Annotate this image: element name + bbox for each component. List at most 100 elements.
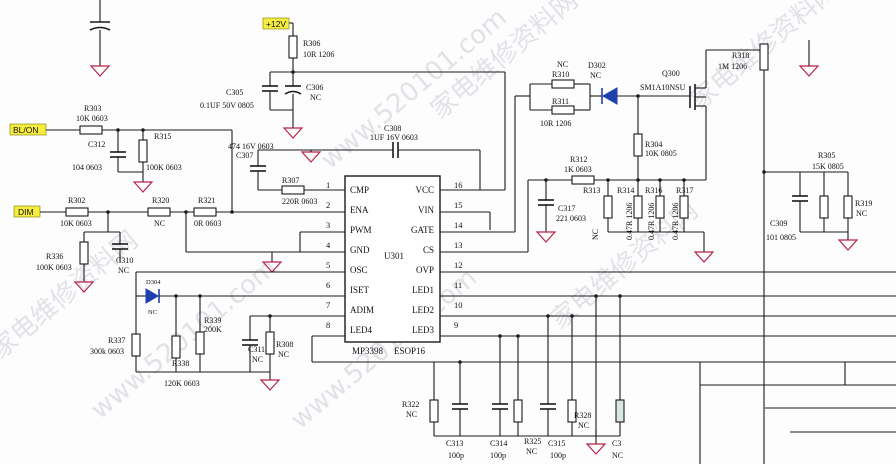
d304-diode-icon (145, 288, 159, 304)
ic-pin-number: 10 (454, 300, 463, 310)
r307-value: 220R 0603 (282, 197, 317, 206)
r339-resistor (195, 331, 205, 355)
ground-icon (693, 251, 715, 263)
r319-ref: R319 (855, 199, 872, 208)
ground-icon (261, 261, 283, 273)
ic-pin-number: 15 (454, 200, 463, 210)
c311-value: NC (252, 355, 263, 364)
ic-pin-name: ENA (350, 205, 369, 215)
bl-on-input-section: BL/ON R303 10K 0603 C312 104 0603 R315 1… (9, 104, 233, 212)
c315-ref: C315 (548, 439, 565, 448)
r315-ref: R315 (154, 132, 171, 141)
ground-icon (73, 281, 95, 293)
r313-value: NC (591, 229, 600, 240)
c3x-ref: C3 (612, 439, 621, 448)
ic-pin-number: 2 (326, 200, 330, 210)
r325-resistor (513, 399, 523, 423)
r315-resistor (138, 139, 148, 163)
r336-value: 100K 0603 (36, 263, 72, 272)
r336-resistor (79, 241, 89, 265)
r304-resistor (633, 133, 643, 157)
r303-resistor (79, 125, 103, 135)
r310-resistor (551, 79, 575, 89)
r337-resistor (131, 333, 141, 357)
r322-value: NC (406, 410, 417, 419)
r302-value: 10K 0603 (60, 219, 92, 228)
r328-value: NC (578, 421, 589, 430)
ic-pin-name: GATE (411, 225, 434, 235)
ic-pin-name: OVP (416, 265, 434, 275)
r322-ref: R322 (402, 400, 419, 409)
r314-ref: R314 (617, 186, 634, 195)
r317-ref: R317 (676, 186, 693, 195)
bl-on-net-label: BL/ON (13, 125, 39, 135)
r321-value: 0R 0603 (194, 219, 221, 228)
ic-pin-name: CMP (350, 185, 369, 195)
ic-pin-number: 13 (454, 240, 463, 250)
ic-pin-name: VCC (415, 185, 434, 195)
c306-ref: C306 (306, 83, 323, 92)
ic-pin-name: LED2 (412, 305, 434, 315)
r312-resistor (571, 175, 595, 185)
r306-ref: R306 (303, 39, 320, 48)
r319-value: NC (856, 209, 867, 218)
ic-pin-number: 6 (326, 280, 330, 290)
r311-resistor (551, 105, 575, 115)
c309-value: 101 0805 (766, 233, 796, 242)
c314-ref: C314 (490, 439, 507, 448)
r313-resistor (603, 195, 613, 219)
ic-package: ESOP16 (394, 346, 426, 356)
r302-ref: R302 (68, 196, 85, 205)
r321-resistor (193, 207, 217, 217)
r339-ref: R339 (204, 316, 221, 325)
ic-pin-name: CS (423, 245, 434, 255)
d302-value: NC (590, 71, 601, 80)
r317-value: 0.47R 1206 (671, 203, 680, 240)
ic-pin-number: 1 (326, 180, 330, 190)
d302-diode-icon (601, 87, 618, 105)
ic-pin-number: 7 (326, 300, 330, 310)
c306-value: NC (310, 93, 321, 102)
dim-input-section: DIM R302 10K 0603 R320 NC R321 0R 0603 R… (13, 196, 345, 293)
vcc-supply-section: +12V R306 10R 1206 C305 0.1UF 50V 0805 C… (200, 17, 506, 191)
ground-icon (282, 127, 304, 139)
c308-ref: C308 (384, 124, 401, 133)
r317-resistor (679, 195, 689, 219)
ground-icon (585, 443, 607, 455)
r316-resistor (655, 195, 665, 219)
r303-value: 10K 0603 (76, 114, 108, 123)
r306-resistor (288, 35, 298, 59)
r305-ref: R305 (818, 151, 835, 160)
vcc-net-label: +12V (266, 19, 286, 29)
ic-pin-number: 9 (454, 320, 458, 330)
c317-value: 221 0603 (556, 214, 586, 223)
r328-ref: R328 (574, 411, 591, 420)
iset-network-section: D304 NC R337 300k 0603 R338 120K 0603 R3… (90, 271, 345, 391)
c311-ref: C311 (248, 345, 265, 354)
ic-pin-name: LED1 (412, 285, 434, 295)
d304-value: NC (148, 309, 157, 316)
r305-resistor (819, 195, 829, 219)
r314-resistor (633, 195, 643, 219)
c307-value: 474 16V 0603 (228, 142, 274, 151)
ground-icon (535, 231, 557, 243)
ic-pin-number: 8 (326, 320, 330, 330)
ic-pin-name: GND (350, 245, 370, 255)
r319-resistor (843, 195, 853, 219)
current-sense-section: R312 1K 0603 C317 221 0603 R313 NC R314 … (440, 155, 715, 263)
r304-ref: R304 (645, 140, 662, 149)
ic-pin-number: 3 (326, 220, 330, 230)
r311-value: 10R 1206 (540, 119, 571, 128)
r304-value: 10K 0805 (645, 149, 677, 158)
comp-network-section: C308 1UF 16V 0603 474 16V 0603 C307 R307… (228, 124, 481, 206)
ic-pin-name: PWM (350, 225, 372, 235)
r310-value: NC (557, 60, 568, 69)
c305-ref: C305 (226, 88, 243, 97)
c310-value: NC (118, 266, 129, 275)
c309-ref: C309 (770, 219, 787, 228)
r320-value: NC (154, 219, 165, 228)
ic-pin-name: LED3 (412, 325, 434, 335)
c314-value: 100p (490, 451, 506, 460)
